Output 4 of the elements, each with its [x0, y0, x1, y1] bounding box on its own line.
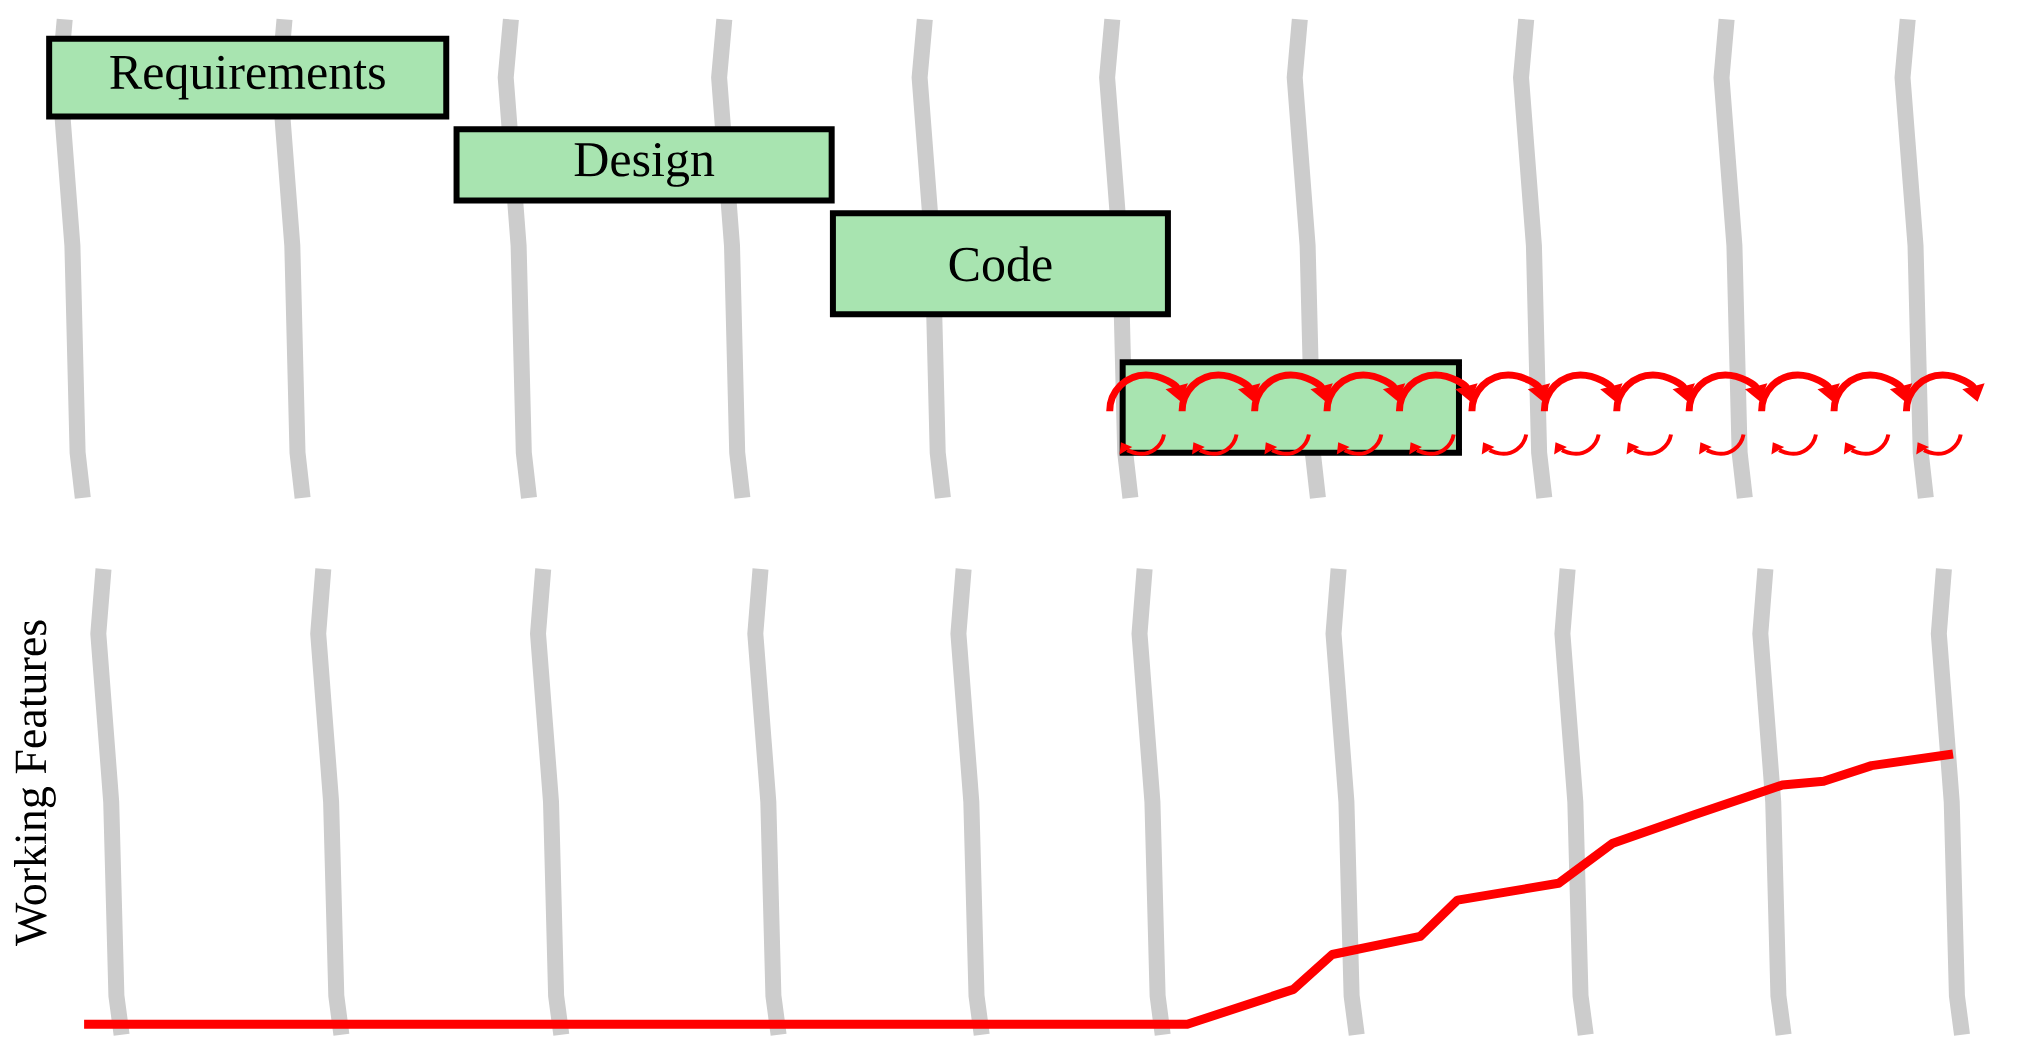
phase-box: Code: [829, 210, 1171, 318]
phase-box: Design: [453, 126, 835, 204]
axis-label: Working Features: [14, 620, 56, 946]
phase-box: Requirements: [46, 35, 450, 120]
